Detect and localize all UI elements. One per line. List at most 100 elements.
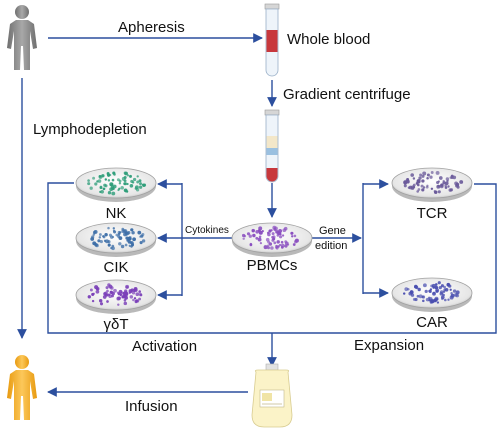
cell-dot (111, 244, 115, 248)
cell-dot (120, 244, 125, 249)
cell-dot (135, 299, 140, 303)
right-outer-loop (272, 183, 497, 334)
cell-dot (107, 293, 110, 297)
cell-dot (129, 174, 132, 178)
cell-dot (251, 229, 255, 233)
cell-dot (426, 173, 430, 177)
cell-dot (98, 236, 102, 239)
cell-dot (403, 184, 407, 188)
infusion-label: Infusion (125, 398, 178, 415)
cell-dot (116, 291, 120, 294)
cell-dot (430, 299, 434, 303)
cell-dot (95, 243, 99, 248)
cell-dot (133, 286, 138, 291)
cell-dot (87, 179, 90, 182)
cell-dot (111, 294, 114, 298)
cell-dot (136, 180, 140, 184)
cell-dot (103, 239, 107, 243)
cell-dot (424, 289, 428, 294)
cell-dot (92, 230, 97, 234)
cell-dot (115, 233, 119, 237)
cell-dot (432, 286, 436, 289)
cell-dot (107, 243, 111, 247)
gene-edition-label-line2: edition (315, 240, 347, 252)
cell-dot (92, 176, 96, 180)
cell-dot (139, 182, 142, 186)
cell-dot (126, 182, 129, 186)
cell-dot (447, 185, 450, 188)
cell-dot (404, 287, 409, 291)
cell-dot (98, 298, 103, 303)
cell-dot (130, 289, 133, 293)
whole-blood-label: Whole blood (287, 31, 370, 48)
cell-dot (118, 187, 121, 190)
petri-dish-cik (75, 222, 157, 257)
cell-dot (284, 244, 288, 248)
cell-dot (449, 188, 454, 192)
cell-dot (449, 288, 452, 291)
cell-dot (113, 173, 116, 176)
petri-dish-gamma-delta-t (75, 279, 157, 314)
iv-bag-icon (251, 363, 293, 428)
cell-dot (89, 186, 93, 190)
cell-dot (87, 182, 91, 186)
cell-dot (107, 191, 112, 195)
cell-dot (257, 237, 262, 242)
cell-dot (105, 286, 109, 290)
cell-dot (445, 177, 450, 181)
cell-dot (255, 236, 259, 240)
cell-dot (98, 233, 102, 236)
cell-dot (414, 297, 418, 302)
cell-dot (98, 175, 102, 178)
cell-dot (407, 186, 411, 189)
cell-dot (429, 175, 433, 179)
cell-dot (243, 234, 247, 238)
expansion-label: Expansion (354, 337, 424, 354)
cell-dot (91, 299, 95, 303)
cytokines-label: Cytokines (185, 225, 229, 236)
cell-dot (125, 286, 129, 289)
cell-dot (242, 237, 245, 240)
nk-label: NK (106, 205, 127, 222)
cell-dot (421, 179, 425, 183)
cell-dot (271, 238, 275, 242)
cell-dot (131, 290, 136, 295)
cell-dot (94, 285, 99, 290)
cell-dot (286, 243, 290, 246)
cell-dot (442, 181, 446, 185)
cell-dot (273, 241, 277, 245)
cell-dot (123, 182, 127, 186)
cell-dot (434, 191, 438, 194)
cell-dot (276, 230, 280, 234)
cell-dot (101, 174, 105, 178)
cell-dot (128, 244, 131, 247)
cell-dot (118, 179, 122, 183)
cell-dot (432, 291, 436, 295)
cell-dot (92, 241, 97, 246)
cell-dot (248, 234, 252, 238)
cell-dot (421, 295, 426, 299)
cell-dot (132, 177, 137, 182)
cell-dot (104, 232, 108, 237)
cell-dot (428, 289, 432, 293)
cell-dot (134, 185, 139, 190)
cell-dot (133, 297, 137, 300)
cell-dot (268, 242, 273, 246)
cell-dot (107, 240, 111, 244)
cell-dot (444, 184, 447, 188)
cell-dot (261, 229, 264, 233)
cell-dot (403, 292, 406, 295)
cell-dot (107, 226, 110, 230)
human-figure-orange-icon (7, 355, 37, 420)
cell-dot (430, 171, 434, 174)
cell-dot (284, 240, 288, 243)
cell-dot (455, 183, 459, 188)
cell-dot (123, 188, 128, 193)
cell-dot (124, 296, 128, 300)
cell-dot (440, 284, 444, 288)
cell-dot (120, 291, 124, 295)
cell-dot (118, 182, 122, 185)
cell-dot (141, 239, 146, 243)
cell-dot (439, 184, 444, 189)
